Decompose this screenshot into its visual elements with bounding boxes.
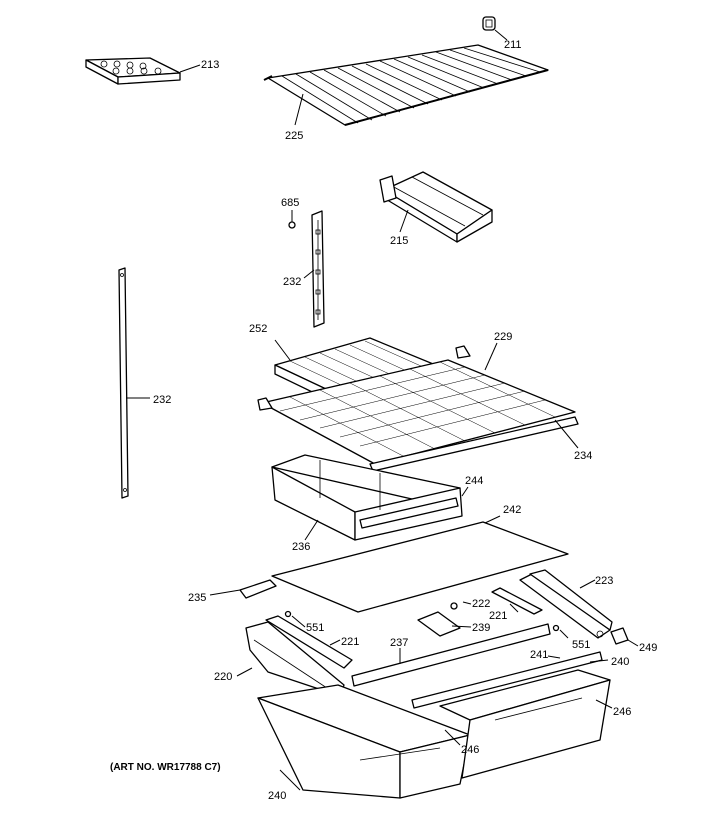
callout-551-right: 551 [572,639,590,651]
part-249-bracket [610,627,629,645]
callout-211: 211 [504,39,522,51]
callout-242: 242 [503,504,521,516]
part-685-screw [288,210,296,229]
callout-236: 236 [292,541,310,553]
part-225-wire-shelf [263,44,549,126]
part-239-bracket [417,611,461,637]
part-235-bracket [239,579,277,599]
part-215-door-bin [379,171,493,243]
part-213-egg-tray [85,57,181,85]
callout-239: 239 [472,622,490,634]
part-240-right-pan [439,669,611,779]
part-240-left-pan [257,684,471,799]
callout-235: 235 [188,592,206,604]
part-221-right-rail [491,587,543,615]
callout-232-side: 232 [153,394,171,406]
callout-222: 222 [472,598,490,610]
callout-244: 244 [465,475,483,487]
callout-213: 213 [201,59,219,71]
leader-lines [126,29,639,791]
part-551-screw-right [552,624,560,632]
callout-221-left: 221 [341,636,359,648]
part-242-glass-panel [271,521,569,613]
callout-249: 249 [639,642,657,654]
part-241-rail [411,651,603,709]
callout-237: 237 [390,637,408,649]
part-551-screw-left [284,610,292,618]
part-237-front-rail [351,623,551,687]
callout-246-left: 246 [461,744,479,756]
callout-240-right: 240 [611,656,629,668]
part-232-side-rail [118,267,129,499]
callout-229: 229 [494,331,512,343]
callout-685: 685 [281,197,299,209]
part-223-slide-rail [519,569,613,639]
callout-232-center: 232 [283,276,301,288]
part-220-left-slide [245,615,353,697]
callout-225: 225 [285,130,303,142]
art-number-caption: (ART NO. WR17788 C7) [110,762,221,773]
callout-220: 220 [214,671,232,683]
callout-551-left: 551 [306,622,324,634]
callout-215: 215 [390,235,408,247]
callout-252: 252 [249,323,267,335]
callout-240-left: 240 [268,790,286,802]
part-222-screw [450,602,458,610]
callout-246-right: 246 [613,706,631,718]
callout-221-right: 221 [489,610,507,622]
callout-234: 234 [574,450,592,462]
part-229-shelf [257,345,576,465]
callout-241: 241 [530,649,548,661]
part-232-center-rail [311,210,325,328]
part-236-meat-pan [271,454,463,541]
callout-223: 223 [595,575,613,587]
part-211-clip [482,16,496,31]
